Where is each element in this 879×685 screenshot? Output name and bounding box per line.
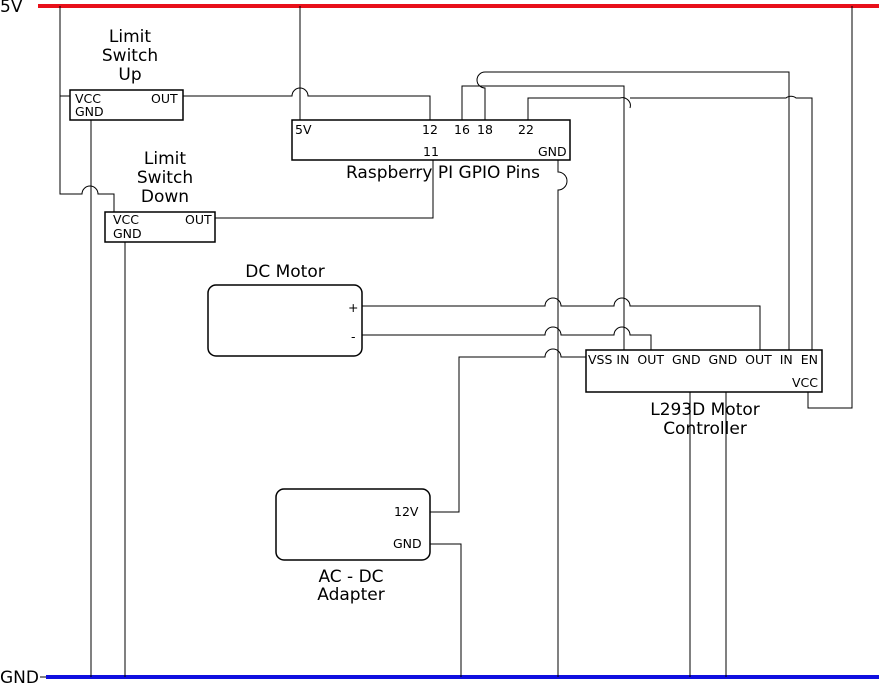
wire-adapter-gnd-to-ground	[430, 543, 462, 677]
limit-switch-down: Limit Switch Down VCC GND OUT	[104, 149, 216, 243]
adapter-title-2: Adapter	[317, 585, 384, 605]
limit-switch-up-box	[69, 89, 184, 121]
wire-pi-gnd-to-ground	[557, 160, 568, 677]
limit-switch-down-box	[104, 211, 216, 243]
limit-switch-down-title-3: Down	[141, 187, 189, 207]
l293d-pins-top: VSS IN OUT GND GND OUT IN EN	[588, 352, 818, 367]
power-rail-label: 5V	[0, 0, 23, 17]
limit-switch-down-pin-out: OUT	[185, 212, 212, 227]
limit-switch-down-pin-gnd: GND	[113, 226, 142, 241]
limit-switch-up-pin-gnd: GND	[75, 104, 104, 119]
raspberry-pi-title: Raspberry PI GPIO Pins	[346, 163, 540, 183]
raspberry-pi-pin-11: 11	[423, 144, 439, 159]
raspberry-pi-pin-5v: 5V	[295, 122, 312, 137]
limit-switch-down-title-1: Limit	[144, 149, 186, 169]
raspberry-pi-pin-gnd: GND	[538, 144, 567, 159]
wire-5v-to-switch-down-vcc	[59, 96, 115, 213]
adapter-title-1: AC - DC	[318, 567, 383, 587]
l293d-title-2: Controller	[663, 419, 747, 439]
raspberry-pi-pin-18: 18	[477, 122, 493, 137]
wire-5v-to-switch-up-vcc	[59, 6, 70, 97]
limit-switch-down-title-2: Switch	[137, 168, 193, 188]
limit-switch-up-title-1: Limit	[109, 27, 151, 47]
adapter-pin-12v: 12V	[394, 504, 419, 519]
raspberry-pi-pin-12: 12	[422, 122, 438, 137]
dc-motor-title: DC Motor	[245, 262, 325, 282]
ac-dc-adapter: 12V GND AC - DC Adapter	[275, 488, 431, 605]
l293d-title-1: L293D Motor	[650, 400, 760, 420]
wire-motor-minus-to-l293d-out	[362, 326, 652, 350]
wire-pi-22-to-l293d-en	[527, 95, 813, 350]
adapter-pin-gnd: GND	[393, 536, 422, 551]
raspberry-pi-pin-16: 16	[454, 122, 470, 137]
dc-motor-pin-minus: -	[351, 329, 356, 344]
l293d-pin-vcc: VCC	[792, 375, 818, 390]
raspberry-pi-box	[291, 119, 571, 161]
dc-motor-box	[207, 284, 363, 357]
limit-switch-up-pin-vcc: VCC	[75, 91, 101, 106]
limit-switch-down-pin-vcc: VCC	[113, 212, 139, 227]
limit-switch-up: Limit Switch Up VCC GND OUT	[69, 27, 184, 121]
dc-motor-pin-plus: +	[348, 300, 358, 315]
wire-pi-18-to-l293d-in2	[476, 71, 790, 350]
raspberry-pi-pin-22: 22	[518, 122, 534, 137]
ground-rail-label: GND	[0, 668, 39, 685]
dc-motor: DC Motor + -	[207, 262, 363, 357]
l293d-motor-controller: VSS IN OUT GND GND OUT IN EN VCC L293D M…	[585, 349, 823, 439]
wire-switch-down-out-to-pi-11	[215, 160, 434, 219]
limit-switch-up-pin-out: OUT	[151, 91, 178, 106]
l293d-box	[585, 349, 823, 393]
wires	[59, 6, 853, 677]
wire-motor-plus-to-l293d-out	[362, 297, 761, 350]
limit-switch-up-title-2: Switch	[102, 46, 158, 66]
limit-switch-up-title-3: Up	[118, 65, 141, 85]
wire-pi-16-to-l293d-in	[461, 85, 625, 350]
raspberry-pi-gpio: 5V 12 16 18 22 11 GND Raspberry PI GPIO …	[291, 119, 571, 183]
wire-adapter-12v-to-l293d-vss	[430, 348, 586, 513]
wire-5v-to-l293d-vcc	[807, 6, 853, 409]
wire-switch-up-out-to-pi-12	[183, 87, 431, 120]
adapter-box	[275, 488, 431, 561]
